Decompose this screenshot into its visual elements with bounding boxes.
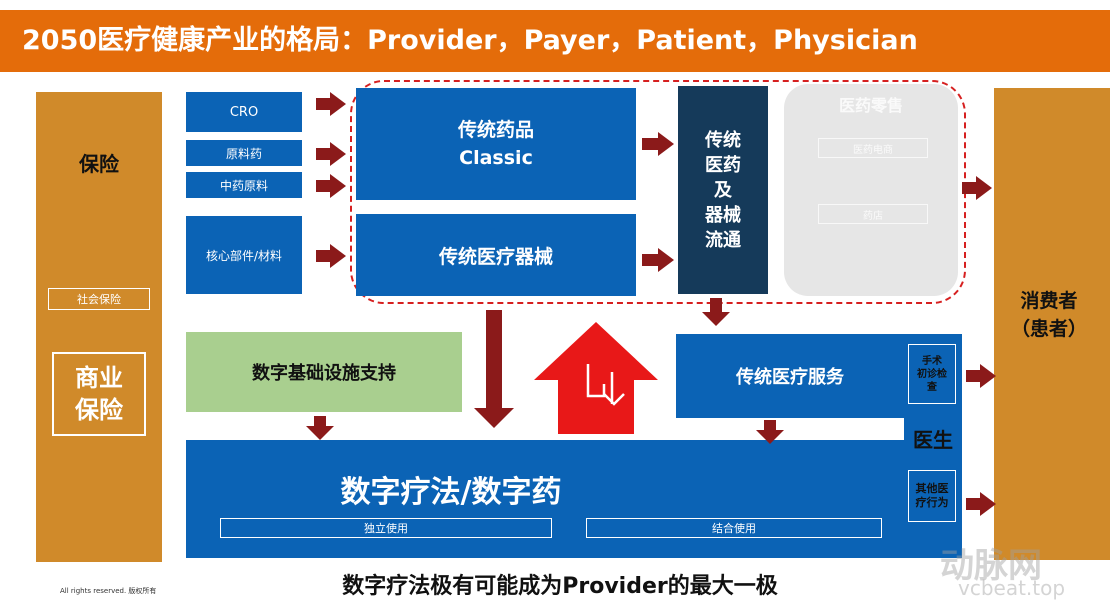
arrow-retail-consumer [962, 176, 992, 200]
arrow-devices-digital [474, 310, 514, 428]
insurance-column [36, 92, 162, 562]
arrow-infra-digital [306, 416, 334, 440]
doctor-top-box: 手术 初诊检 查 [908, 344, 956, 404]
watermark-text: 动脉网 [940, 546, 1042, 586]
digital-therapeutics-box [186, 440, 904, 558]
big-up-arrow [534, 322, 658, 434]
social-insurance-box: 社会保险 [48, 288, 150, 310]
tcm-raw-box: 中药原料 [186, 172, 302, 198]
retail-title: 医药零售 [838, 96, 903, 115]
rights-note: All rights reserved. 版权所有 [60, 587, 157, 595]
core-parts-box: 核心部件/材料 [186, 216, 302, 294]
retail-item-pharmacy: 药店 [818, 204, 928, 224]
digital-therapeutics-title: 数字疗法/数字药 [340, 475, 562, 510]
insurance-label: 保险 [79, 151, 119, 176]
consumer-label: 消费者 （患者） [1010, 290, 1087, 340]
retail-box [784, 84, 958, 296]
arrow-raw-drugs [316, 142, 346, 166]
up-arrow-glyph [586, 364, 625, 406]
page-title: 2050医疗健康产业的格局：Provider，Payer，Patient，Phy… [22, 25, 918, 56]
traditional-devices-box: 传统医疗器械 [356, 214, 636, 296]
combined-use-box: 结合使用 [586, 518, 882, 538]
doctor-column [904, 334, 962, 558]
doctor-label: 医生 [913, 427, 953, 452]
arrow-tcm-raw [316, 174, 346, 198]
medical-services-box: 传统医疗服务 [676, 334, 904, 418]
doctor-bottom-box: 其他医 疗行为 [908, 470, 956, 522]
arrow-cro [316, 92, 346, 116]
arrow-devices-distribution [642, 248, 674, 272]
independent-use-box: 独立使用 [220, 518, 552, 538]
arrow-doctor-top-consumer [966, 364, 996, 388]
consumer-column [994, 88, 1110, 560]
distribution-box: 传统 医药 及 器械 流通 [678, 86, 768, 294]
commercial-insurance-box: 商业 保险 [52, 352, 146, 436]
arrow-drugs-distribution [642, 132, 674, 156]
arrow-services-digital [756, 420, 784, 444]
retail-item-ecommerce: 医药电商 [818, 138, 928, 158]
traditional-drugs-box: 传统药品 Classic [356, 88, 636, 200]
conclusion-text: 数字疗法极有可能成为Provider的最大一极 [342, 574, 778, 599]
watermark-url: vcbeat.top [958, 576, 1066, 600]
arrow-distribution-services [702, 298, 730, 326]
digital-infrastructure-box: 数字基础设施支持 [186, 332, 462, 412]
arrow-core-parts [316, 244, 346, 268]
arrow-doctor-bottom-consumer [966, 492, 996, 516]
title-bar [0, 10, 1110, 72]
cro-box: CRO [186, 92, 302, 132]
raw-drugs-box: 原料药 [186, 140, 302, 166]
